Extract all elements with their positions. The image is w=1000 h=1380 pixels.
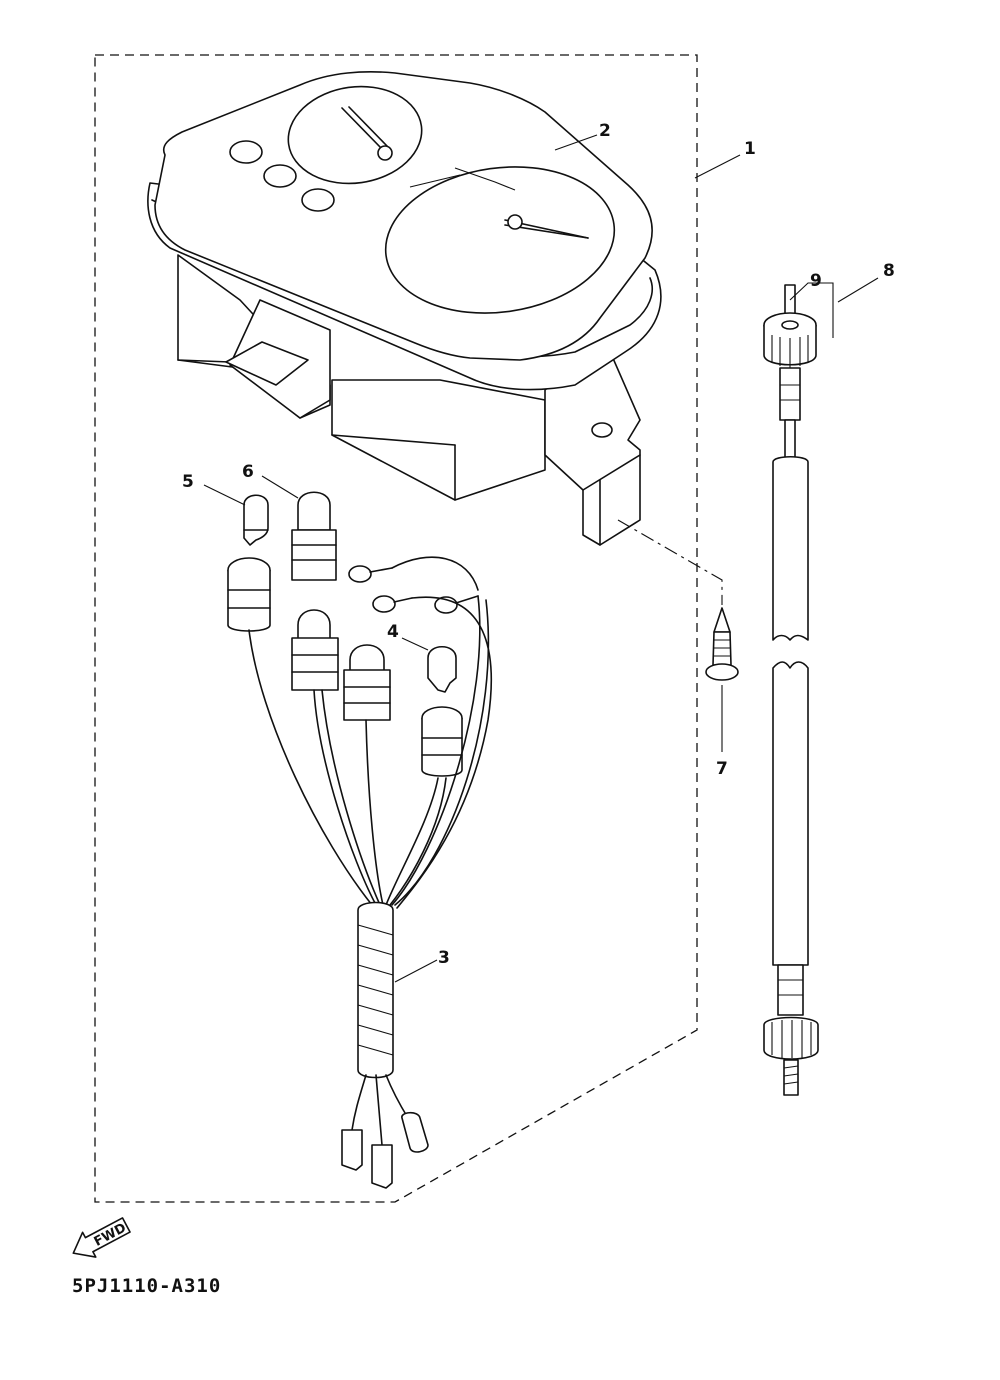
socket-near-bulb-4 bbox=[421, 706, 463, 777]
fwd-arrow-icon: FWD bbox=[72, 1217, 131, 1258]
callout-9: 9 bbox=[810, 271, 822, 291]
callout-3: 3 bbox=[438, 948, 450, 968]
wire-harness bbox=[248, 595, 493, 1189]
meter-cable bbox=[763, 284, 819, 1096]
callout-7: 7 bbox=[716, 759, 728, 779]
callout-5: 5 bbox=[182, 472, 194, 492]
bulb-5 bbox=[243, 494, 269, 546]
bulb-6-with-socket bbox=[291, 491, 337, 581]
callout-2: 2 bbox=[599, 121, 611, 141]
diagram-code: 5PJ1110-A310 bbox=[72, 1275, 221, 1297]
meter-assembly bbox=[147, 71, 662, 546]
callout-1: 1 bbox=[744, 139, 756, 159]
callout-8: 8 bbox=[883, 261, 895, 281]
socket-left bbox=[227, 557, 271, 632]
screw-7 bbox=[705, 607, 739, 681]
bulb-4 bbox=[427, 645, 457, 693]
leader-lines bbox=[203, 134, 879, 983]
assembly-boundary bbox=[94, 54, 698, 1203]
callout-6: 6 bbox=[242, 462, 254, 482]
callout-4: 4 bbox=[387, 622, 399, 642]
bulb-with-socket-middle bbox=[291, 609, 339, 691]
bulb-with-socket-right bbox=[343, 644, 391, 721]
